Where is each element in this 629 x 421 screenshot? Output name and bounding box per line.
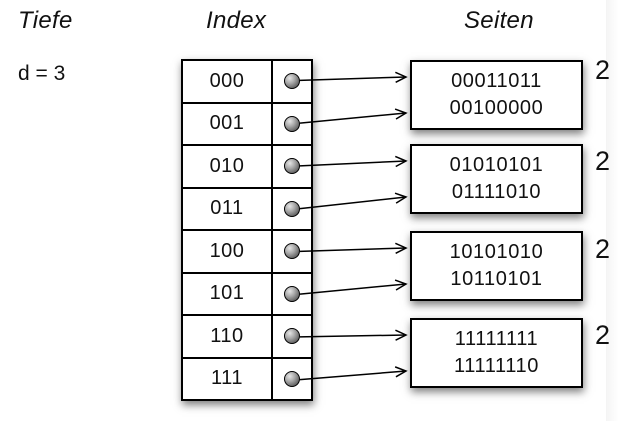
pointer-cell (273, 61, 311, 102)
arrow-right-icon (299, 366, 408, 381)
page-entry: 10101010 (449, 241, 544, 263)
page-entry: 01010101 (449, 154, 544, 176)
index-entry-label: 001 (183, 103, 273, 144)
arrow-right-icon (299, 71, 408, 84)
depth-column-title: Tiefe (18, 7, 73, 34)
pointer-cell (273, 104, 311, 145)
global-depth-value: d = 3 (18, 62, 66, 85)
pointer-ball-icon (284, 370, 300, 387)
index-row: 011 (183, 188, 311, 231)
arrow-right-icon (299, 279, 408, 295)
index-row: 010 (183, 146, 311, 189)
pointer-cell (273, 274, 311, 315)
arrow-right-icon (299, 242, 408, 255)
index-entry-label: 101 (183, 273, 273, 314)
pointer-ball-icon (284, 200, 300, 217)
pointer-cell (273, 359, 311, 400)
page-entry: 00011011 (451, 70, 542, 92)
arrow-right-icon (299, 329, 408, 341)
pointer-ball-icon (284, 328, 300, 345)
pointer-ball-icon (284, 285, 300, 302)
page-entry: 11111111 (454, 328, 539, 350)
local-depth-label: 2 (595, 320, 611, 350)
page-entry: 11111110 (454, 355, 539, 377)
local-depth-label: 2 (595, 234, 611, 264)
index-entry-label: 010 (183, 146, 273, 187)
local-depth-label: 2 (595, 146, 611, 176)
pointer-cell (273, 146, 311, 187)
index-row: 000 (183, 61, 311, 104)
local-depth-label: 2 (595, 55, 611, 85)
arrow-right-icon (299, 192, 408, 210)
page-box: 01010101 01111010 (410, 144, 583, 214)
pages-column-title: Seiten (464, 7, 534, 34)
pointer-ball-icon (284, 115, 300, 132)
index-entry-label: 111 (183, 358, 273, 399)
index-row: 101 (183, 273, 311, 316)
index-entry-label: 110 (183, 316, 273, 357)
page-box: 00011011 00100000 (410, 60, 583, 130)
index-entry-label: 011 (183, 188, 273, 229)
index-row: 110 (183, 316, 311, 359)
index-entry-label: 000 (183, 61, 273, 102)
page-box: 10101010 10110101 (410, 231, 583, 301)
page-entry: 00100000 (449, 97, 544, 119)
pointer-ball-icon (284, 158, 300, 175)
index-column-title: Index (206, 7, 267, 34)
pointer-ball-icon (284, 73, 300, 90)
page-entry: 01111010 (451, 181, 542, 203)
pointer-ball-icon (284, 243, 300, 260)
page-entry: 10110101 (450, 268, 543, 290)
pointer-cell (273, 189, 311, 230)
index-row: 111 (183, 358, 311, 400)
pointer-cell (273, 231, 311, 272)
page-box: 11111111 11111110 (410, 318, 583, 388)
pointer-cell (273, 316, 311, 357)
index-row: 100 (183, 231, 311, 274)
index-row: 001 (183, 103, 311, 146)
index-entry-label: 100 (183, 231, 273, 272)
arrow-right-icon (299, 155, 408, 168)
arrow-right-icon (299, 108, 408, 124)
